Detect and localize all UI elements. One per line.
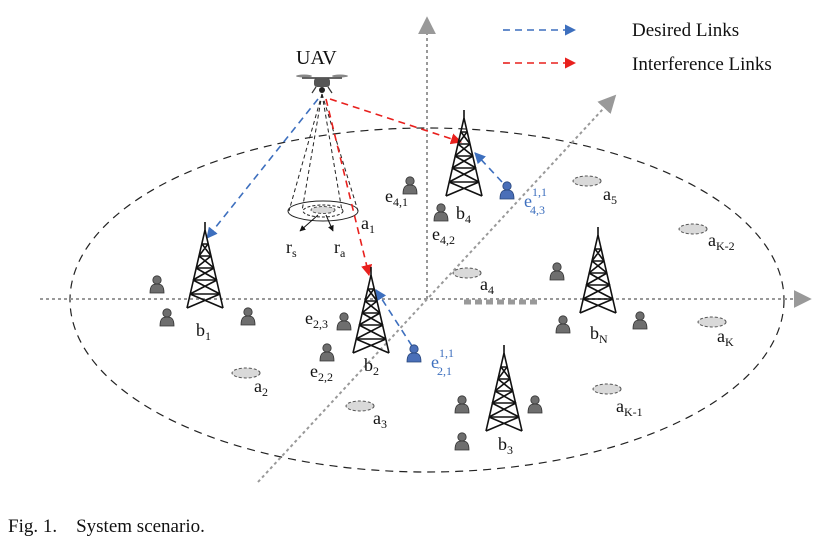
area-label-a1: a1 xyxy=(361,213,375,236)
user-icon xyxy=(402,176,418,195)
highlighted-user-icon xyxy=(406,344,422,363)
user-icon xyxy=(549,262,565,281)
legend-interference-label: Interference Links xyxy=(632,54,772,75)
legend: Desired Links Interference Links xyxy=(503,20,772,75)
user-icon xyxy=(433,203,449,222)
uav-label: UAV xyxy=(296,47,337,69)
area-label-aK-1: aK-1 xyxy=(616,396,643,419)
area-label-a5: a5 xyxy=(603,184,617,207)
area-aK-2 xyxy=(678,223,708,235)
user-icon xyxy=(336,312,352,331)
desired-link-uav-b1 xyxy=(206,98,319,239)
uav-sensing-cone xyxy=(287,93,359,232)
user-icon xyxy=(319,343,335,362)
tower-label-b3: b3 xyxy=(498,434,513,457)
uav-icon xyxy=(296,74,348,94)
user-label-e42: e4,2 xyxy=(432,224,455,247)
user-icon xyxy=(149,275,165,294)
user-icon xyxy=(240,307,256,326)
user-label-e22: e2,2 xyxy=(310,361,333,384)
tower-b3 xyxy=(485,344,523,432)
tower-bN xyxy=(579,226,617,314)
area-label-a3: a3 xyxy=(373,408,387,431)
tower-label-b1: b1 xyxy=(196,320,211,343)
area-a4 xyxy=(452,267,482,279)
area-aK-1 xyxy=(592,383,622,395)
user-label-e41: e4,1 xyxy=(385,186,408,209)
desired-link-e43-b4 xyxy=(474,152,503,183)
tower-label-b2: b2 xyxy=(364,355,379,378)
area-label-aK-2: aK-2 xyxy=(708,230,735,253)
interference-link-uav-b2 xyxy=(325,98,373,277)
radius-a-label: ra xyxy=(334,237,346,260)
user-icon xyxy=(454,432,470,451)
area-label-a4: a4 xyxy=(480,274,494,297)
tower-b4 xyxy=(445,109,483,197)
radius-s-label: rs xyxy=(286,237,297,260)
area-label-aK: aK xyxy=(717,326,734,349)
system-scenario-diagram: Desired Links Interference Links UAV rs … xyxy=(40,16,812,483)
z-axis xyxy=(257,94,617,483)
highlighted-user-icon xyxy=(499,181,515,200)
user-icon xyxy=(632,311,648,330)
legend-desired-label: Desired Links xyxy=(632,20,739,41)
user-icon xyxy=(527,395,543,414)
user-label-e23: e2,3 xyxy=(305,308,328,331)
tower-label-b4: b4 xyxy=(456,203,471,226)
area-label-a2: a2 xyxy=(254,376,268,399)
user-icon xyxy=(159,308,175,327)
user-icon xyxy=(454,395,470,414)
interference-link-uav-b4 xyxy=(329,98,463,145)
area-a5 xyxy=(572,175,602,187)
figure-caption: Fig. 1. System scenario. xyxy=(8,516,205,537)
area-a3 xyxy=(345,400,375,412)
user-icon xyxy=(555,315,571,334)
tower-b1 xyxy=(186,221,224,309)
tower-label-bN: bN xyxy=(590,323,608,346)
tower-b2 xyxy=(352,266,390,354)
